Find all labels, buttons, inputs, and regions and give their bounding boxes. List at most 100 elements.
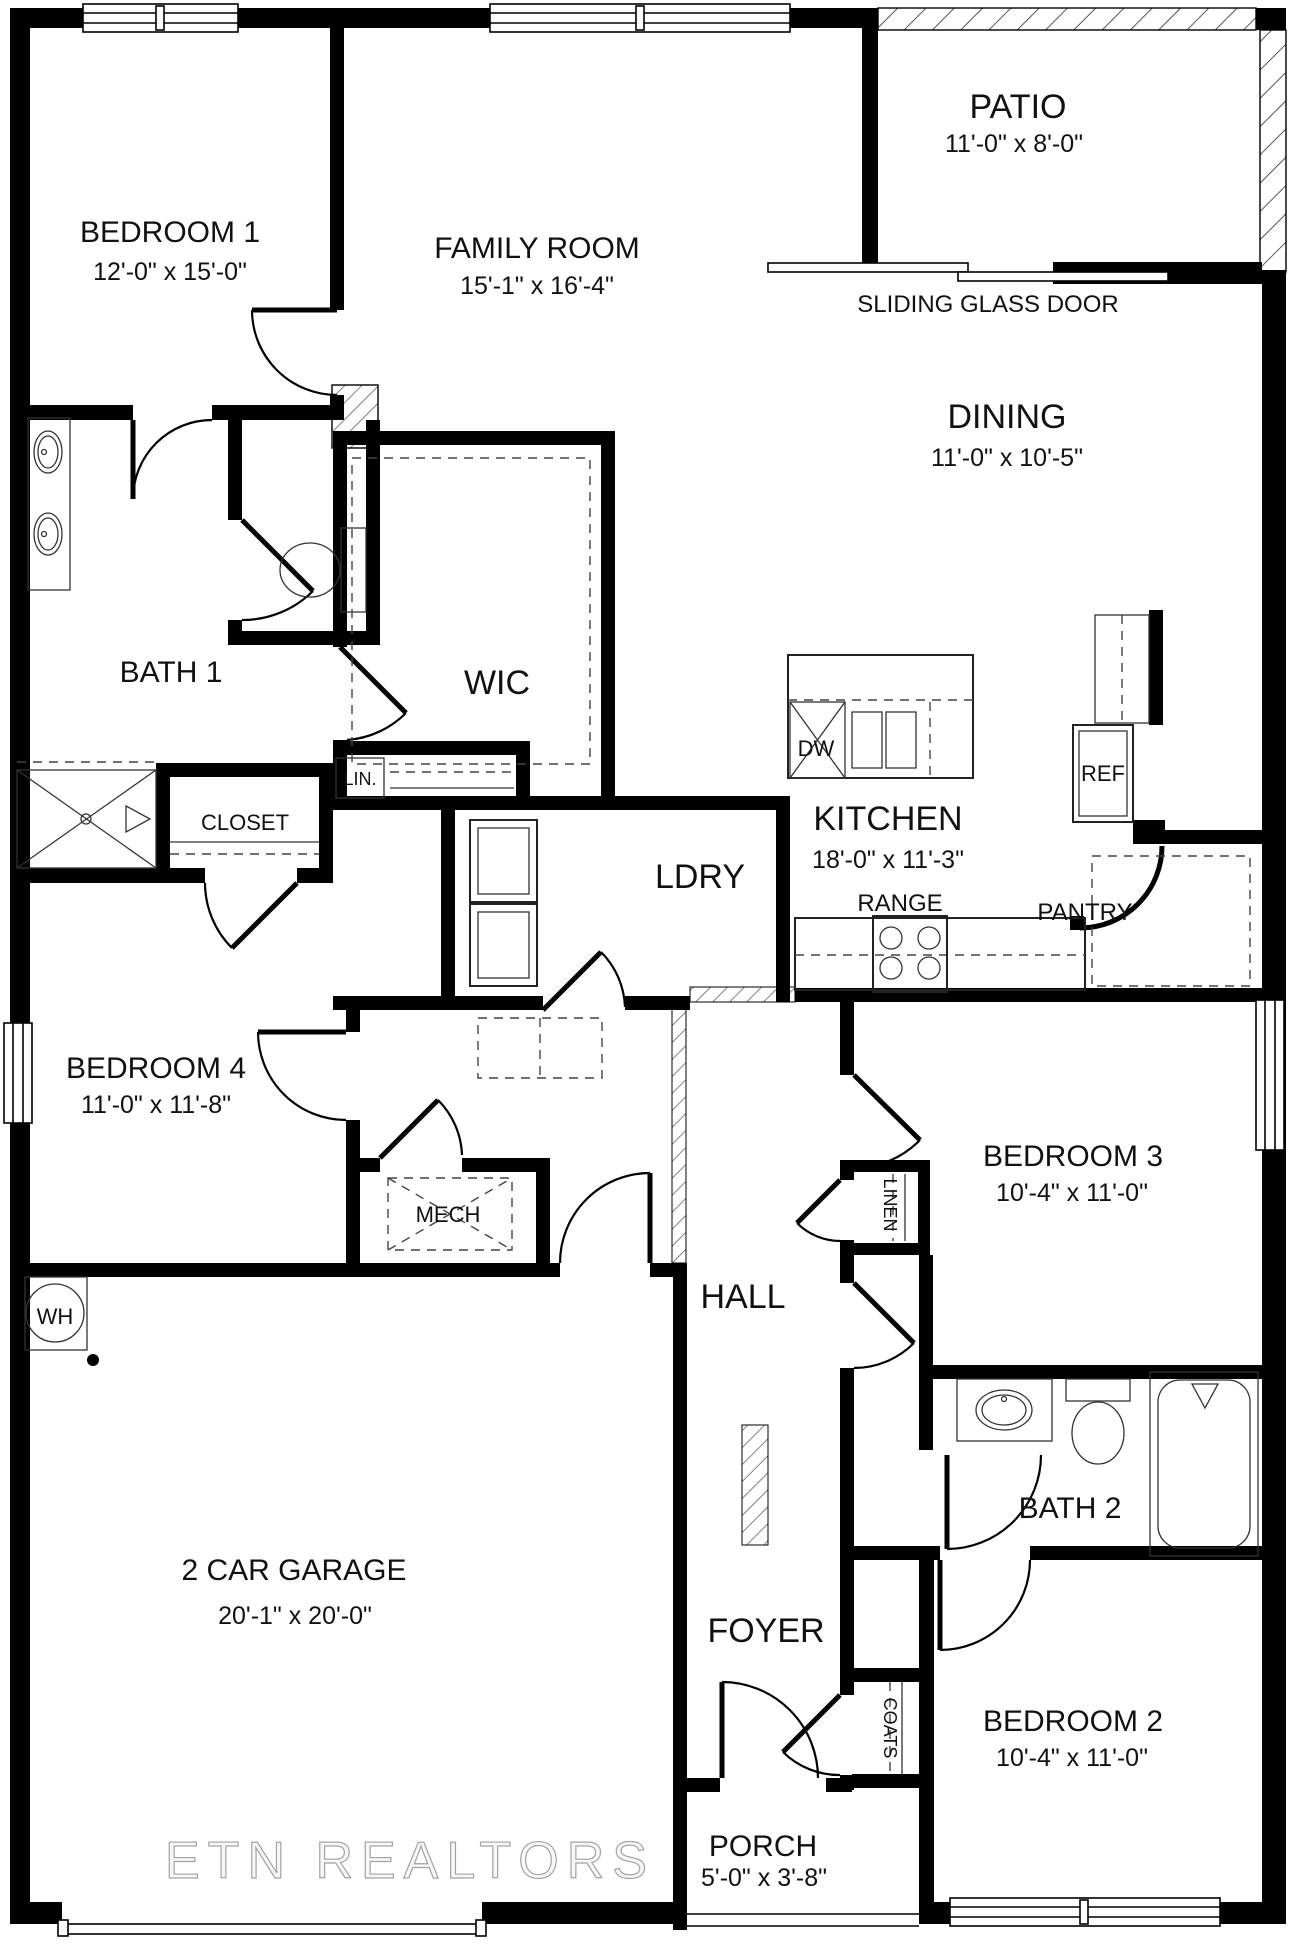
wall-closet-west xyxy=(156,763,170,868)
garage-door xyxy=(57,1919,487,1937)
shower-icon xyxy=(16,761,157,869)
wall-bath2-west xyxy=(919,1255,933,1450)
wh-label: WH xyxy=(37,1304,74,1329)
room-labels: BEDROOM 1 12'-0" x 15'-0" FAMILY ROOM 15… xyxy=(37,88,1163,1892)
ldry-door xyxy=(541,950,627,1012)
wall-ldry-east xyxy=(776,810,790,1002)
kitchen-tall-cabinet xyxy=(1094,614,1150,724)
wic-door xyxy=(338,645,408,742)
wall-hall-east-c xyxy=(840,1368,854,1695)
lin-label: LIN. xyxy=(343,769,376,789)
water-heater-icon xyxy=(24,1276,99,1366)
wall-linen-south xyxy=(840,1243,930,1255)
pantry-label: PANTRY xyxy=(1037,899,1132,926)
wall-lobby-south xyxy=(854,1546,919,1560)
wall-patio-corner xyxy=(1256,8,1286,30)
wall-garage-north-a xyxy=(10,1263,560,1277)
watermark: ETN REALTORS xyxy=(165,1832,655,1890)
wall-wic-east xyxy=(601,431,615,810)
wall-lin-ldry xyxy=(333,796,790,810)
bedroom3-dims: 10'-4" x 11'-0" xyxy=(996,1179,1148,1207)
kitchen-sink-icon xyxy=(851,711,883,769)
kitchen-counter xyxy=(794,915,1086,993)
sink-icon xyxy=(33,430,63,474)
pantry-door xyxy=(1079,845,1165,931)
kitchen-dims: 18'-0" x 11'-3" xyxy=(812,846,964,874)
wall-wic-north xyxy=(333,431,615,445)
wall-linen-north xyxy=(840,1160,930,1172)
patio-dims: 11'-0" x 8'-0" xyxy=(945,130,1083,158)
bedroom1-door xyxy=(250,307,338,397)
fixtures xyxy=(16,417,1259,1774)
bedroom4-label: BEDROOM 4 xyxy=(66,1052,246,1085)
closet-shelf xyxy=(170,841,319,855)
wall-kitchen-cabinet xyxy=(1149,610,1163,725)
bedroom2-label: BEDROOM 2 xyxy=(983,1705,1163,1738)
kitchen-label: KITCHEN xyxy=(813,800,962,838)
dining-label: DINING xyxy=(948,398,1067,436)
dw-label: DW xyxy=(798,736,835,761)
windows xyxy=(3,3,1285,1937)
range-label: RANGE xyxy=(857,890,942,917)
range-icon xyxy=(872,915,948,993)
sliding-glass-door-label: SLIDING GLASS DOOR xyxy=(857,291,1118,318)
bedroom3-window xyxy=(1255,999,1285,1151)
garage-dims: 20'-1" x 20'-0" xyxy=(218,1602,372,1630)
closet-label: CLOSET xyxy=(201,810,289,835)
foyer-opening-hatch xyxy=(741,1424,769,1546)
ref-label: REF xyxy=(1081,761,1125,786)
hall-label: HALL xyxy=(700,1278,785,1316)
linen-label: LINEN xyxy=(880,1178,900,1231)
mech-door xyxy=(378,1098,464,1160)
bedroom4-door xyxy=(256,1029,347,1122)
garage-label: 2 CAR GARAGE xyxy=(181,1554,406,1587)
wall-closet-north xyxy=(156,763,333,777)
wall-coats-north xyxy=(852,1668,919,1682)
garage-entry-door xyxy=(558,1171,653,1264)
wall-bed2-west xyxy=(919,1560,934,1902)
wall-wc-east xyxy=(366,420,380,645)
wall-bed4-east-a xyxy=(346,1010,360,1032)
wall-wc-west-a xyxy=(228,420,242,520)
linen-door xyxy=(795,1178,842,1243)
front-door xyxy=(719,1680,820,1779)
patio-top-hatch xyxy=(877,7,1257,31)
wall-mech-east xyxy=(536,1158,550,1277)
coats-shelf xyxy=(889,1682,903,1774)
coats-label: COATS xyxy=(880,1698,900,1759)
bath2-door xyxy=(944,1454,1043,1551)
wall-garage-bottom-left xyxy=(10,1902,62,1924)
bedroom2-dims: 10'-4" x 11'-0" xyxy=(996,1744,1148,1772)
bedroom4-dims: 11'-0" x 11'-8" xyxy=(81,1091,231,1119)
ldry-label: LDRY xyxy=(655,858,745,896)
bath1-door xyxy=(130,418,213,500)
toilet-icon xyxy=(279,527,367,613)
refrigerator-icon xyxy=(1072,724,1134,823)
wall-lin-north xyxy=(333,741,530,755)
wic-label: WIC xyxy=(464,664,530,702)
kitchen-island xyxy=(787,654,974,779)
wall-bed2-bottom-right xyxy=(1220,1902,1262,1924)
bath2-label: BATH 2 xyxy=(1019,1492,1122,1525)
wall-bath2-north xyxy=(933,1365,1262,1379)
wall-bath1-south-a xyxy=(10,868,205,883)
bedroom1-dims: 12'-0" x 15'-0" xyxy=(93,258,247,286)
wall-lin-east xyxy=(516,741,530,810)
wall-bed2-bottom-left xyxy=(919,1902,950,1924)
mech-label: MECH xyxy=(416,1202,481,1227)
wall-linen-west-a xyxy=(840,1160,854,1180)
hall-opening-hatch xyxy=(671,1004,687,1264)
patio-label: PATIO xyxy=(970,88,1067,126)
patio-right-hatch xyxy=(1259,29,1287,273)
foyer-label: FOYER xyxy=(707,1612,824,1650)
wall-wic-west-upper xyxy=(333,431,347,647)
sink-icon xyxy=(975,1389,1033,1431)
wall-bed1-south-a xyxy=(10,405,133,420)
wall-garage-east xyxy=(673,1275,687,1930)
bathtub-icon xyxy=(1149,1371,1259,1557)
wall-bed2-north-a xyxy=(919,1546,940,1560)
wall-bed1-east-lower xyxy=(330,395,344,420)
toilet-icon xyxy=(1065,1378,1131,1465)
family-room-label: FAMILY ROOM xyxy=(434,232,640,265)
